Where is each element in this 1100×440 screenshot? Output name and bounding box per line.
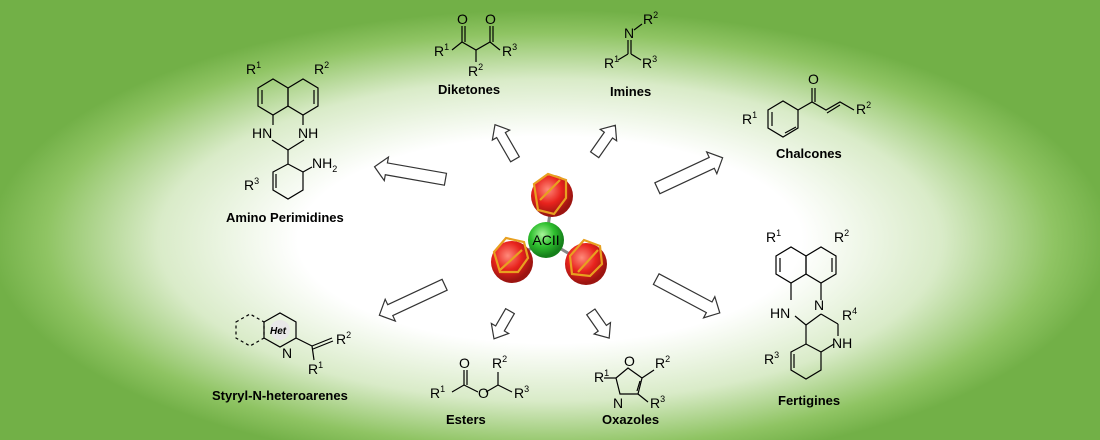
arrow-amino-perimidines bbox=[373, 155, 448, 186]
chalcones-structure bbox=[767, 88, 855, 138]
arrow-imines bbox=[589, 124, 618, 159]
red-sphere-top bbox=[531, 175, 573, 217]
esters-labels: O R1 O R2 R3 bbox=[430, 354, 529, 401]
svg-text:R1: R1 bbox=[766, 228, 781, 245]
svg-text:R2: R2 bbox=[834, 228, 849, 245]
svg-text:O: O bbox=[624, 353, 635, 369]
svg-text:R3: R3 bbox=[650, 394, 665, 411]
arrow-styryl bbox=[378, 278, 448, 323]
catalyst-model: ACII bbox=[491, 172, 607, 285]
label-chalcones: Chalcones bbox=[776, 146, 842, 161]
arrow-oxazoles bbox=[585, 308, 612, 339]
amino-perimidines-structure bbox=[257, 78, 319, 200]
svg-text:N: N bbox=[814, 297, 824, 313]
svg-text:R2: R2 bbox=[314, 60, 329, 77]
svg-text:R1: R1 bbox=[430, 384, 445, 401]
imines-structure bbox=[617, 23, 643, 61]
chalcones-labels: O R1 R2 bbox=[742, 71, 871, 127]
styryl-structure bbox=[235, 312, 334, 361]
arrows bbox=[373, 123, 724, 340]
arrow-chalcones bbox=[654, 150, 724, 195]
svg-text:R2: R2 bbox=[856, 100, 871, 117]
svg-text:R3: R3 bbox=[514, 384, 529, 401]
svg-text:O: O bbox=[808, 71, 819, 87]
esters-structure bbox=[451, 370, 513, 393]
styryl-labels: Het N R2 R1 bbox=[270, 326, 351, 377]
oxazoles-structure bbox=[604, 367, 655, 403]
svg-text:R3: R3 bbox=[764, 350, 779, 367]
diketones-structure bbox=[451, 26, 501, 62]
svg-text:R3: R3 bbox=[642, 54, 657, 71]
label-oxazoles: Oxazoles bbox=[602, 412, 660, 427]
arrow-diketones bbox=[491, 123, 521, 163]
svg-text:R3: R3 bbox=[244, 176, 259, 193]
svg-text:R2: R2 bbox=[643, 10, 658, 27]
svg-text:O: O bbox=[478, 385, 489, 401]
fertigines-structure bbox=[775, 246, 839, 380]
svg-text:NH: NH bbox=[298, 125, 318, 141]
svg-text:R3: R3 bbox=[502, 42, 517, 59]
label-diketones: Diketones bbox=[438, 82, 501, 97]
label-styryl-n-heteroarenes: Styryl-N-heteroarenes bbox=[212, 388, 348, 403]
svg-text:HN: HN bbox=[770, 305, 790, 321]
svg-text:O: O bbox=[459, 355, 470, 371]
svg-text:R2: R2 bbox=[468, 62, 483, 79]
svg-text:R2: R2 bbox=[655, 354, 670, 371]
svg-text:O: O bbox=[457, 11, 468, 27]
svg-text:R2: R2 bbox=[492, 354, 507, 371]
svg-text:R1: R1 bbox=[308, 360, 323, 377]
label-amino-perimidines: Amino Perimidines bbox=[226, 210, 344, 225]
label-fertigines: Fertigines bbox=[778, 393, 841, 408]
svg-text:HN: HN bbox=[252, 125, 272, 141]
oxazoles-labels: O R1 R2 N R3 bbox=[594, 353, 670, 411]
catalyst-label: ACII bbox=[532, 232, 559, 248]
amino-perimidines-labels: R1 R2 HN NH NH2 R3 bbox=[244, 60, 337, 193]
svg-text:Het: Het bbox=[270, 326, 287, 337]
svg-text:R2: R2 bbox=[336, 330, 351, 347]
svg-text:N: N bbox=[613, 395, 623, 411]
svg-text:R1: R1 bbox=[434, 42, 449, 59]
diketones-labels: O O R1 R3 R2 bbox=[434, 11, 517, 79]
arrow-fertigines bbox=[652, 272, 721, 319]
svg-text:N: N bbox=[282, 345, 292, 361]
green-sphere-center bbox=[528, 222, 564, 258]
svg-text:NH2: NH2 bbox=[312, 155, 337, 174]
svg-text:R4: R4 bbox=[842, 306, 857, 323]
svg-text:R1: R1 bbox=[742, 110, 757, 127]
svg-text:N: N bbox=[624, 25, 634, 41]
svg-text:R1: R1 bbox=[246, 60, 261, 77]
svg-text:O: O bbox=[485, 11, 496, 27]
arrow-esters bbox=[490, 307, 516, 340]
label-imines: Imines bbox=[610, 84, 652, 99]
label-esters: Esters bbox=[446, 412, 486, 427]
svg-text:NH: NH bbox=[832, 335, 852, 351]
imines-labels: N R2 R1 R3 bbox=[604, 10, 658, 71]
svg-text:R1: R1 bbox=[594, 368, 609, 385]
svg-text:R1: R1 bbox=[604, 54, 619, 71]
